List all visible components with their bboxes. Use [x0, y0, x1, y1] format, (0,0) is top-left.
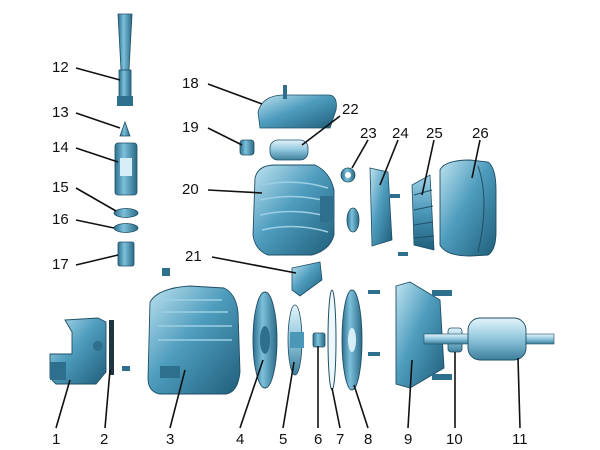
- elbow-inlet-fitting-part: [49, 317, 107, 385]
- label-9: 9: [404, 431, 412, 448]
- capacitor-part: [269, 139, 309, 161]
- label-19: 19: [182, 119, 199, 136]
- label-13: 13: [52, 104, 69, 121]
- impeller-nut-part: [312, 332, 326, 348]
- bearing-part: [340, 167, 356, 183]
- label-10: 10: [446, 431, 463, 448]
- label-24: 24: [392, 125, 409, 142]
- inlet-gasket-part: [109, 320, 114, 375]
- diffuser-plate-part: [252, 291, 278, 389]
- label-25: 25: [426, 125, 443, 142]
- part-labels: 12 13 14 15 16 17 18 19 20 21 22 23 24 2…: [52, 59, 528, 448]
- label-18: 18: [182, 75, 199, 92]
- label-3: 3: [166, 431, 174, 448]
- terminal-box-cover-part: [257, 85, 337, 129]
- pump-casing-part: [147, 268, 241, 395]
- label-16: 16: [52, 211, 69, 228]
- rear-bearing-cover-part: [369, 167, 393, 247]
- label-20: 20: [182, 181, 199, 198]
- venturi-tube-part: [114, 142, 138, 196]
- ejector-nozzle-part: [117, 13, 133, 106]
- leader-lines: [55, 67, 521, 429]
- cooling-fan-part: [411, 174, 435, 251]
- motor-bracket-part: [395, 281, 452, 389]
- label-17: 17: [52, 256, 69, 273]
- cable-gland-part: [239, 139, 255, 156]
- ring-seal-upper-part: [113, 208, 139, 218]
- impeller-part: [287, 304, 304, 376]
- label-1: 1: [52, 431, 60, 448]
- o-ring-part: [327, 289, 337, 391]
- label-5: 5: [279, 431, 287, 448]
- label-8: 8: [364, 431, 372, 448]
- label-22: 22: [342, 101, 359, 118]
- label-2: 2: [100, 431, 108, 448]
- label-15: 15: [52, 179, 69, 196]
- ring-seal-lower-part: [113, 223, 139, 233]
- motor-housing-part: [252, 164, 335, 256]
- label-14: 14: [52, 139, 69, 156]
- label-12: 12: [52, 59, 69, 76]
- small-screws: [122, 194, 408, 371]
- ejector-body-cap-part: [117, 241, 135, 267]
- label-6: 6: [314, 431, 322, 448]
- casing-cover-part: [341, 289, 380, 391]
- label-26: 26: [472, 125, 489, 142]
- label-11: 11: [512, 431, 528, 448]
- drain-plug-part: [291, 261, 323, 297]
- fan-cover-part: [439, 159, 497, 257]
- label-21: 21: [185, 248, 202, 265]
- bearing-spacer-part: [346, 207, 360, 233]
- motor-shaft-rotor-part: [423, 317, 555, 361]
- label-4: 4: [236, 431, 244, 448]
- label-7: 7: [336, 431, 344, 448]
- label-23: 23: [360, 125, 377, 142]
- nozzle-tip-part: [119, 120, 131, 137]
